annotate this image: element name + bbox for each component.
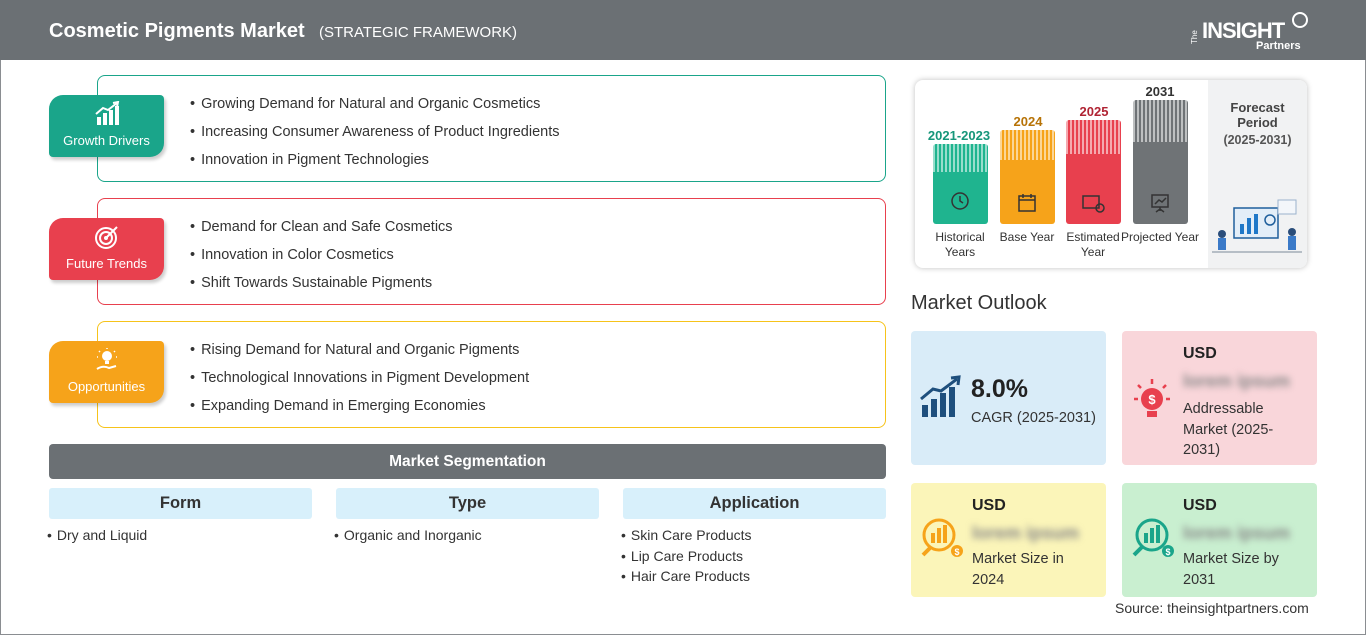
page-subtitle: (STRATEGIC FRAMEWORK) bbox=[319, 24, 518, 41]
forecast-panel: Forecast Period (2025-2031) bbox=[1208, 80, 1307, 268]
logo-ring-icon bbox=[1292, 12, 1308, 28]
list-item: Technological Innovations in Pigment Dev… bbox=[190, 370, 529, 398]
usd-label: USD bbox=[1183, 497, 1217, 514]
market-size-2024-card: $ USD lorem ipsum Market Size in 2024 bbox=[911, 483, 1106, 597]
insight-partners-logo: The INSIGHT Partners bbox=[1190, 10, 1310, 55]
market-size-2031-card: $ USD lorem ipsum Market Size by 2031 bbox=[1122, 483, 1317, 597]
presentation-icon bbox=[1151, 194, 1169, 213]
list-item: Innovation in Color Cosmetics bbox=[190, 247, 453, 275]
svg-text:$: $ bbox=[1148, 392, 1156, 407]
list-item: Increasing Consumer Awareness of Product… bbox=[190, 124, 559, 152]
growth-chart-icon bbox=[920, 375, 961, 417]
blurred-value: lorem ipsum bbox=[1183, 523, 1291, 543]
cagr-card: 8.0% CAGR (2025-2031) bbox=[911, 331, 1106, 465]
growth-drivers-list: Growing Demand for Natural and Organic C… bbox=[190, 96, 559, 180]
usd-label: USD bbox=[972, 497, 1006, 514]
list-item: Demand for Clean and Safe Cosmetics bbox=[190, 219, 452, 247]
source-credit: Source: theinsightpartners.com bbox=[1115, 600, 1309, 616]
list-item: Rising Demand for Natural and Organic Pi… bbox=[190, 342, 529, 370]
magnifier-chart-icon: $ bbox=[921, 518, 963, 557]
historical-bar bbox=[933, 144, 988, 224]
opportunities-badge: Opportunities bbox=[49, 341, 164, 403]
segment-head: Type bbox=[336, 488, 599, 519]
dollar-bulb-icon: $ bbox=[1134, 379, 1170, 417]
target-icon bbox=[95, 226, 118, 249]
projected-bar bbox=[1133, 100, 1188, 224]
svg-text:$: $ bbox=[1165, 547, 1170, 557]
cagr-label: CAGR (2025-2031) bbox=[971, 410, 1096, 426]
bar-label: Historical Years bbox=[935, 230, 985, 259]
bar-label: Estimated Year bbox=[1066, 230, 1120, 259]
list-item: Lip Care Products bbox=[621, 548, 886, 569]
segment-type: Type Organic and Inorganic bbox=[336, 488, 599, 548]
future-trends-badge: Future Trends bbox=[49, 218, 164, 280]
growth-drivers-box: Growing Demand for Natural and Organic C… bbox=[97, 75, 886, 182]
addressable-market-card: $ USD lorem ipsum Addressable Market (20… bbox=[1122, 331, 1317, 465]
market-size-2031-label: Market Size by 2031 bbox=[1183, 551, 1279, 588]
addressable-label: Addressable Market (2025-2031) bbox=[1183, 401, 1274, 458]
blurred-value: lorem ipsum bbox=[972, 523, 1080, 543]
list-item: Skin Care Products bbox=[621, 527, 886, 548]
bar-label: Base Year bbox=[999, 230, 1055, 244]
list-item: Innovation in Pigment Technologies bbox=[190, 152, 559, 180]
future-trends-box: Demand for Clean and Safe Cosmetics Inno… bbox=[97, 198, 886, 305]
market-size-2024-label: Market Size in 2024 bbox=[972, 551, 1064, 588]
segment-application: Application Skin Care Products Lip Care … bbox=[623, 488, 886, 589]
future-trends-list: Demand for Clean and Safe Cosmetics Inno… bbox=[190, 219, 453, 303]
segment-head: Application bbox=[623, 488, 886, 519]
list-item: Expanding Demand in Emerging Economies bbox=[190, 398, 529, 426]
blurred-value: lorem ipsum bbox=[1183, 371, 1291, 391]
bar-label: Projected Year bbox=[1120, 230, 1200, 244]
calendar-icon bbox=[1018, 194, 1036, 212]
bar-year: 2025 bbox=[1079, 104, 1109, 119]
opportunities-list: Rising Demand for Natural and Organic Pi… bbox=[190, 342, 529, 426]
history-icon bbox=[951, 192, 969, 210]
bar-year: 2021-2023 bbox=[927, 128, 991, 143]
usd-label: USD bbox=[1183, 345, 1217, 362]
growth-drivers-badge: Growth Drivers bbox=[49, 95, 164, 157]
list-item: Growing Demand for Natural and Organic C… bbox=[190, 96, 559, 124]
forecast-title: Forecast Period bbox=[1230, 100, 1285, 130]
market-outlook-title: Market Outlook bbox=[911, 292, 1047, 314]
header-bar: Cosmetic Pigments Market (STRATEGIC FRAM… bbox=[0, 0, 1366, 60]
timeline-card: 2021-2023 Historical Years 2024 Base Yea… bbox=[915, 80, 1307, 268]
page-title: Cosmetic Pigments Market bbox=[49, 20, 305, 42]
market-segmentation-header: Market Segmentation bbox=[49, 444, 886, 479]
magnifier-chart-icon: $ bbox=[1132, 518, 1174, 557]
estimated-bar bbox=[1066, 120, 1121, 224]
list-item: Shift Towards Sustainable Pigments bbox=[190, 275, 453, 303]
base-bar bbox=[1000, 130, 1055, 224]
analytics-illustration-icon bbox=[1212, 199, 1302, 253]
forecast-range: (2025-2031) bbox=[1223, 133, 1292, 147]
segment-form: Form Dry and Liquid bbox=[49, 488, 312, 548]
list-item: Dry and Liquid bbox=[47, 527, 312, 548]
bar-year: 2024 bbox=[1013, 114, 1043, 129]
opportunities-box: Rising Demand for Natural and Organic Pi… bbox=[97, 321, 886, 428]
svg-text:$: $ bbox=[954, 547, 959, 557]
gear-chart-icon bbox=[1082, 195, 1105, 213]
growth-chart-icon bbox=[95, 101, 120, 125]
cagr-value: 8.0% bbox=[971, 375, 1028, 403]
segment-head: Form bbox=[49, 488, 312, 519]
bar-year: 2031 bbox=[1145, 84, 1175, 99]
lightbulb-hand-icon bbox=[96, 348, 117, 370]
list-item: Hair Care Products bbox=[621, 568, 886, 589]
list-item: Organic and Inorganic bbox=[334, 527, 599, 548]
